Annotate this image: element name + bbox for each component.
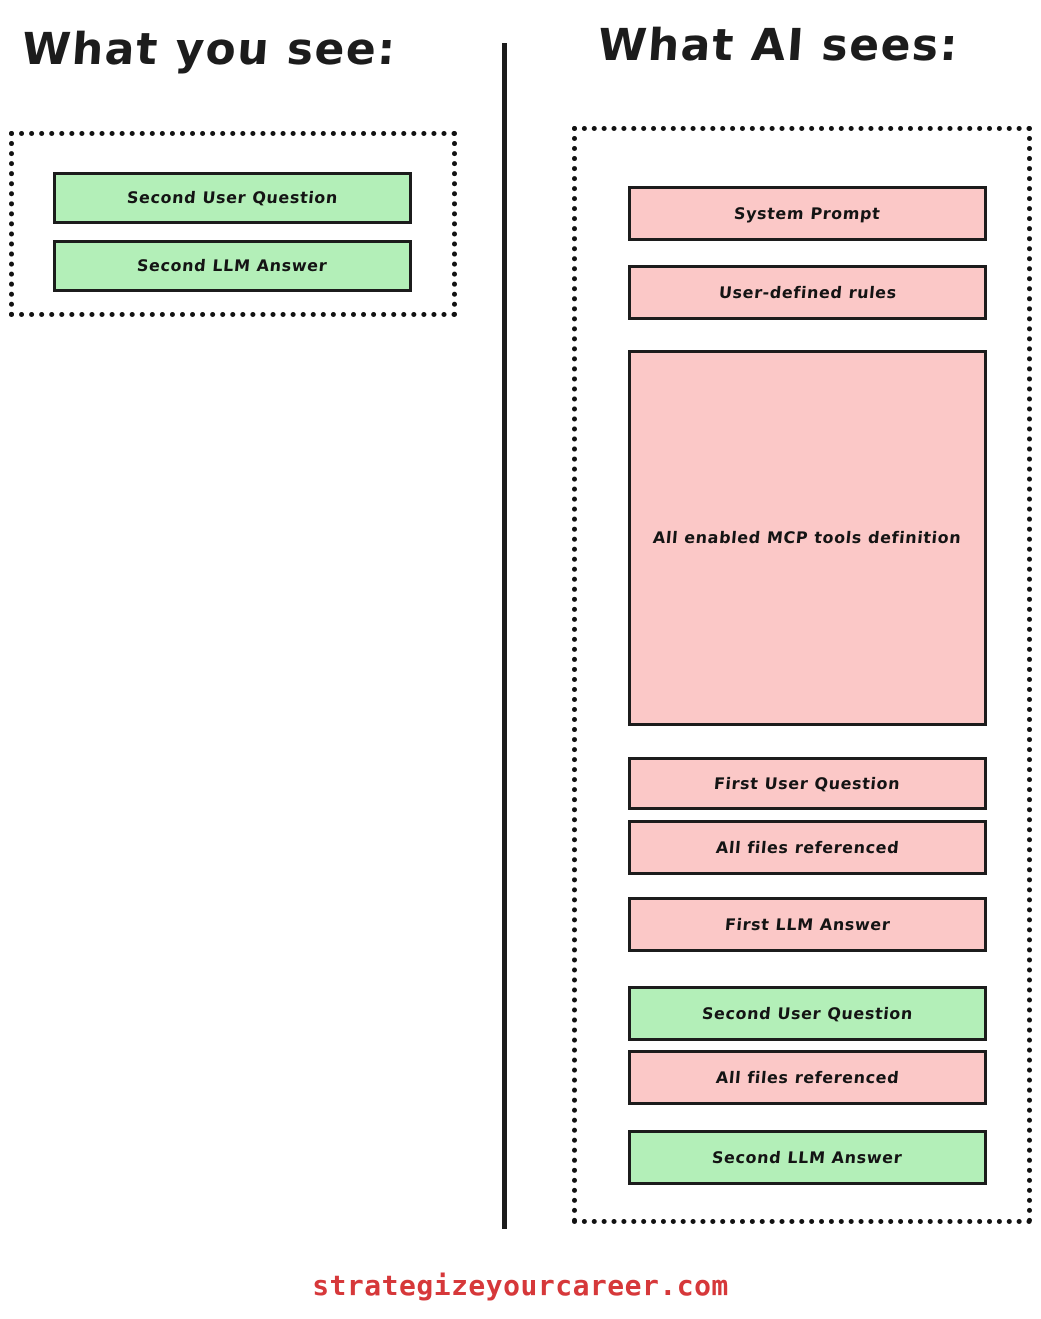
block-second-user-question-visible[interactable]: Second User Question bbox=[53, 172, 412, 224]
page-title-what-ai-sees: What AI sees: bbox=[596, 20, 961, 71]
block-label: User-defined rules bbox=[717, 282, 898, 302]
block-second-user-question[interactable]: Second User Question bbox=[628, 986, 987, 1041]
panel-what-ai-sees bbox=[572, 126, 1032, 1224]
vertical-divider bbox=[502, 43, 507, 1229]
block-second-llm-answer[interactable]: Second LLM Answer bbox=[628, 1130, 987, 1185]
panel-what-you-see bbox=[9, 131, 457, 317]
block-second-all-files-referenced[interactable]: All files referenced bbox=[628, 1050, 987, 1105]
block-label: All enabled MCP tools definition bbox=[652, 528, 963, 548]
block-label: All files referenced bbox=[715, 1067, 900, 1087]
page-title-what-you-see: What you see: bbox=[20, 24, 399, 75]
block-label: System Prompt bbox=[733, 203, 882, 223]
block-first-llm-answer[interactable]: First LLM Answer bbox=[628, 897, 987, 952]
block-label: Second User Question bbox=[126, 188, 339, 208]
block-user-defined-rules[interactable]: User-defined rules bbox=[628, 265, 987, 320]
block-label: All files referenced bbox=[715, 837, 900, 857]
block-label: Second LLM Answer bbox=[136, 256, 329, 276]
block-first-all-files-referenced[interactable]: All files referenced bbox=[628, 820, 987, 875]
block-label: First LLM Answer bbox=[723, 914, 892, 934]
block-system-prompt[interactable]: System Prompt bbox=[628, 186, 987, 241]
block-label: Second User Question bbox=[701, 1003, 914, 1023]
block-all-enabled-mcp-tools-definition[interactable]: All enabled MCP tools definition bbox=[628, 350, 987, 726]
footer-website-url[interactable]: strategizeyourcareer.com bbox=[312, 1269, 729, 1302]
block-second-llm-answer-visible[interactable]: Second LLM Answer bbox=[53, 240, 412, 292]
block-label: First User Question bbox=[713, 773, 902, 793]
block-first-user-question[interactable]: First User Question bbox=[628, 757, 987, 810]
block-label: Second LLM Answer bbox=[711, 1147, 904, 1167]
